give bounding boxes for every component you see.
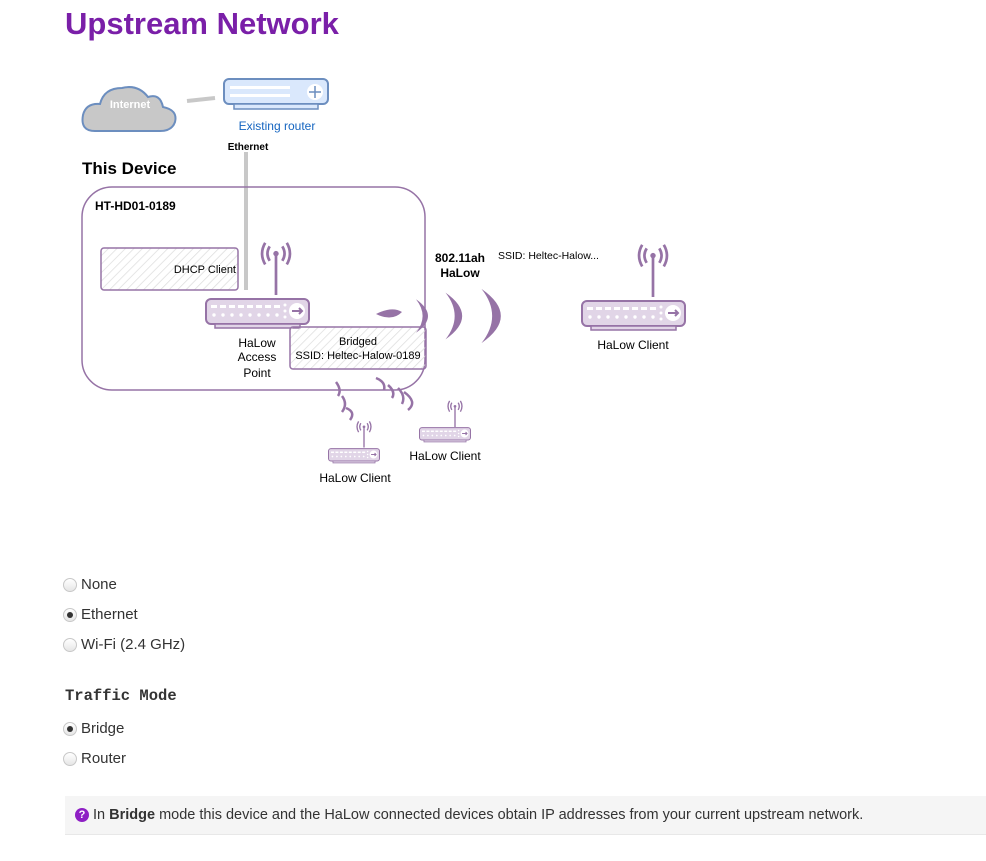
info-bold: Bridge [109, 807, 156, 823]
protocol-label: HaLow [440, 266, 480, 280]
internet-label: Internet [110, 99, 151, 111]
ap-label-line: HaLow [238, 336, 276, 350]
existing-router-label: Existing router [239, 119, 316, 133]
option-label: Wi-Fi (2.4 GHz) [81, 636, 186, 653]
upstream-option-none[interactable]: None [63, 576, 117, 593]
question-circle-icon: ? [75, 808, 89, 822]
upstream-option-wifi[interactable]: Wi-Fi (2.4 GHz) [63, 636, 185, 653]
remote-ssid-label: SSID: Heltec-Halow... [498, 250, 599, 262]
internet-link [186, 96, 216, 103]
radio-button[interactable] [63, 751, 77, 766]
client-label: HaLow Client [409, 449, 481, 463]
local-signal-icon [334, 376, 414, 421]
halow-client-icon [419, 427, 471, 443]
client-antenna-icon [356, 420, 372, 449]
radio-button[interactable] [63, 637, 77, 652]
radio-button[interactable] [63, 607, 77, 622]
halow-access-point-icon [205, 298, 310, 329]
client-antenna-icon [447, 400, 463, 428]
traffic-mode-title: Traffic Mode [65, 687, 177, 705]
option-label: Router [81, 750, 127, 767]
info-box: ? In Bridge mode this device and the HaL… [65, 796, 986, 835]
info-suffix: mode this device and the HaLow connected… [159, 807, 864, 823]
traffic-mode-router[interactable]: Router [63, 750, 126, 767]
bridged-label: Bridged [339, 336, 377, 348]
dhcp-client-box [100, 247, 239, 291]
device-boundary [81, 186, 426, 391]
network-diagram: Internet Existing router Ethernet This D… [81, 78, 686, 485]
info-prefix: In [93, 807, 106, 823]
ssid-label: SSID: Heltec-Halow-0189 [295, 350, 420, 362]
client-label: HaLow Client [597, 338, 669, 352]
radio-button[interactable] [63, 721, 77, 736]
ap-antenna-icon [260, 241, 292, 297]
existing-router-icon [223, 78, 329, 110]
device-name: HT-HD01-0189 [95, 199, 176, 213]
protocol-label: 802.11ah [435, 251, 485, 265]
client-label: HaLow Client [319, 471, 391, 485]
traffic-mode-bridge[interactable]: Bridge [63, 720, 124, 737]
internet-cloud-icon: Internet [81, 86, 177, 132]
client-antenna-icon [637, 243, 669, 299]
this-device-label: This Device [82, 159, 177, 178]
option-label: None [81, 576, 117, 593]
option-label: Ethernet [81, 606, 138, 623]
page-title: Upstream Network [65, 6, 339, 41]
radio-button[interactable] [63, 577, 77, 592]
ap-label-line: Point [243, 366, 271, 380]
halow-client-icon [328, 448, 380, 464]
bridged-box [289, 326, 427, 370]
halow-client-icon [581, 300, 686, 331]
ethernet-label: Ethernet [228, 142, 269, 153]
ap-label-line: Access [238, 350, 277, 364]
dhcp-client-label: DHCP Client [174, 264, 236, 276]
upstream-option-ethernet[interactable]: Ethernet [63, 606, 138, 623]
option-label: Bridge [81, 720, 125, 737]
wireless-signal-icon [376, 288, 501, 344]
